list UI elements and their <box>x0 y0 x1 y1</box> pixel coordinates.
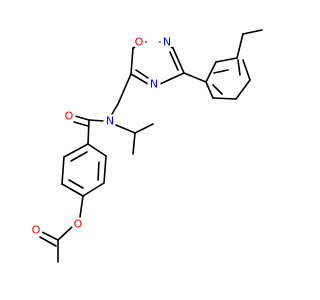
methylene-bond <box>111 103 119 115</box>
tolyl-ring-inner-bond <box>213 69 229 74</box>
amide-carbonyl-bond <box>74 115 90 121</box>
atom-amide-nitrogen: N <box>103 114 117 128</box>
benzene-ring-bond <box>61 183 84 197</box>
tolyl-ring-bond <box>236 33 244 59</box>
ester-carbonyl-bond <box>41 231 59 241</box>
molecule-structure: O N N O N O O <box>29 29 263 263</box>
oxadiazole-double-bond <box>169 51 179 71</box>
oxadiazole-double-bond <box>135 69 149 79</box>
benzene-inner-bond <box>70 151 88 162</box>
atom-ring-nitrogen-bottom: N <box>147 77 161 91</box>
atom-ring-oxygen: O <box>132 35 146 49</box>
tolyl-ring-bond <box>205 81 214 99</box>
atom-label-ring-nitrogen-top: N <box>163 36 171 49</box>
benzene-ring-bond <box>61 156 65 185</box>
isopropyl-bond <box>132 132 136 155</box>
benzene-ring-bond <box>82 182 105 197</box>
isopropyl-bond <box>134 123 154 134</box>
isopropyl-bond <box>115 124 136 134</box>
atom-ring-nitrogen-top: N <box>160 35 174 49</box>
bond-lines <box>39 29 263 263</box>
atom-carbonyl-oxygen: O <box>29 223 43 237</box>
aryl-carbonyl-bond <box>87 119 90 145</box>
aryl-link-bond <box>183 72 207 83</box>
oxadiazole-ring-bond <box>159 72 185 85</box>
oxadiazole-ring-bond <box>130 73 149 85</box>
ester-bond <box>57 226 73 241</box>
amide-bond <box>88 119 105 122</box>
atom-label-ring-nitrogen-bottom: N <box>150 78 158 91</box>
tolyl-ring-inner-bond <box>212 84 223 95</box>
benzene-ring-bond <box>87 143 107 157</box>
atom-label-ring-oxygen: O <box>135 36 144 49</box>
oxadiazole-ring-bond <box>172 47 185 74</box>
methylene-bond <box>117 73 132 105</box>
tolyl-ring-bond <box>215 57 238 63</box>
benzene-inner-bond <box>68 179 84 189</box>
ester-carbonyl-bond <box>39 236 57 247</box>
atom-label-amide-nitrogen: N <box>106 115 114 128</box>
methyl-bond <box>242 29 263 35</box>
atom-label-ester-oxygen: O <box>74 218 83 231</box>
tolyl-ring-bond <box>242 59 251 81</box>
aryl-oxygen-bond <box>79 195 84 218</box>
benzene-ring-bond <box>103 155 107 184</box>
atom-ester-oxygen: O <box>71 217 85 231</box>
oxadiazole-ring-bond <box>130 47 134 75</box>
atom-amide-oxygen: O <box>62 109 76 123</box>
tolyl-ring-inner-bond <box>237 59 241 76</box>
benzene-ring-bond <box>63 143 89 158</box>
atom-labels: O N N O N O O <box>29 35 174 237</box>
tolyl-ring-bond <box>212 97 237 100</box>
atom-label-amide-oxygen: O <box>65 110 74 123</box>
amide-carbonyl-bond <box>73 121 89 127</box>
tolyl-ring-bond <box>235 79 251 100</box>
tolyl-ring-bond <box>205 61 217 83</box>
atom-label-carbonyl-oxygen: O <box>32 224 41 237</box>
benzene-inner-bond <box>97 161 100 181</box>
